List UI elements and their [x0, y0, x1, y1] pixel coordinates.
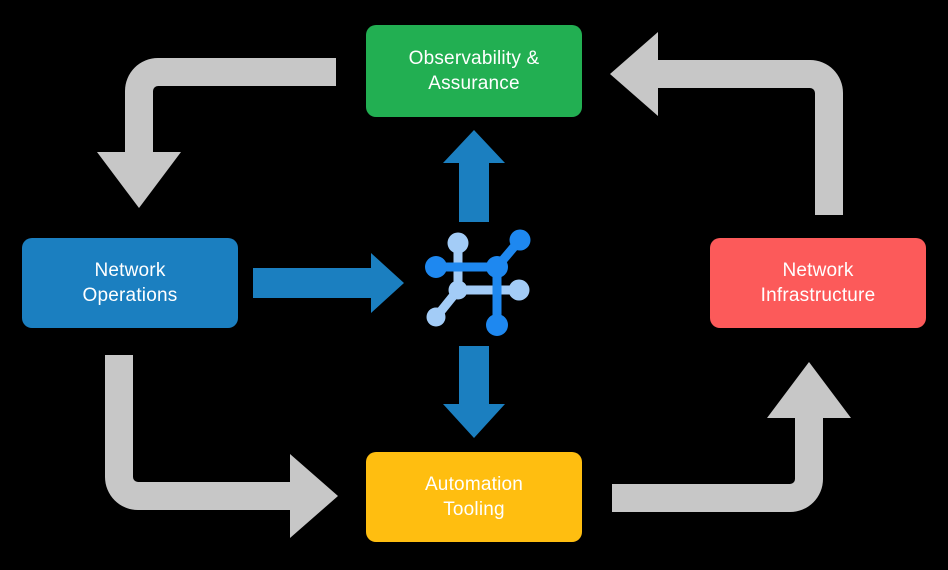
node-box-observability-assurance[interactable]: Observability & Assurance — [366, 25, 582, 117]
arrow-observability-to-operations — [97, 58, 336, 208]
arrow-operations-to-center — [253, 253, 404, 313]
arrow-center-to-automation — [443, 346, 505, 438]
node-label-observability-assurance: Observability & Assurance — [408, 47, 540, 94]
arrow-infrastructure-to-observability — [610, 32, 843, 215]
node-box-network-operations[interactable]: Network Operations — [22, 238, 238, 328]
arrow-operations-to-automation — [105, 355, 338, 538]
node-box-network-infrastructure[interactable]: Network Infrastructure — [710, 238, 926, 328]
node-label-network-operations: Network Operations — [82, 259, 178, 306]
network-topology-icon — [425, 229, 531, 336]
node-box-automation-tooling[interactable]: Automation Tooling — [366, 452, 582, 542]
node-label-automation-tooling: Automation Tooling — [424, 473, 524, 520]
arrow-center-to-observability — [443, 130, 505, 222]
node-label-network-infrastructure: Network Infrastructure — [760, 259, 876, 306]
arrow-automation-to-infrastructure — [612, 362, 851, 512]
